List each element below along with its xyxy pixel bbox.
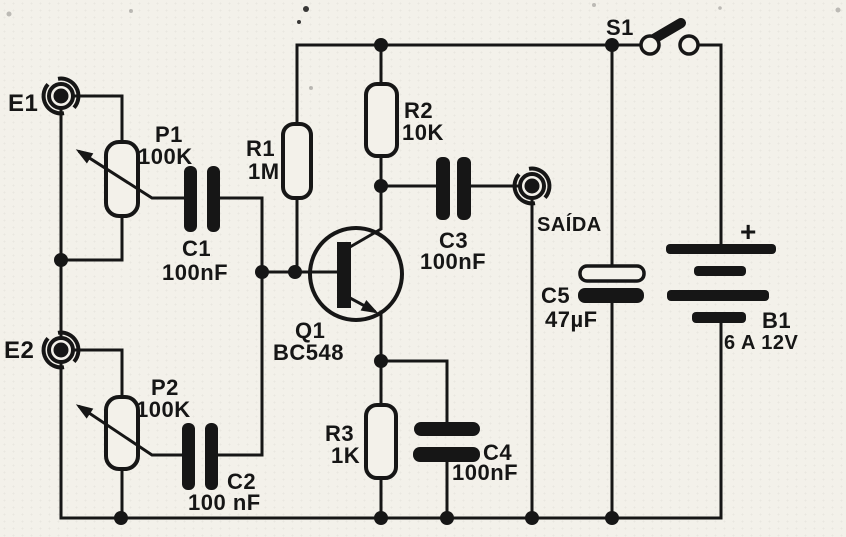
resistor-r2 bbox=[364, 82, 399, 158]
capacitor-c3 bbox=[436, 157, 471, 220]
value-p2: 100K bbox=[136, 397, 191, 422]
junction-dot bbox=[525, 511, 539, 525]
p2-wiper-arrow bbox=[75, 404, 186, 457]
saida-outer-arc-a bbox=[528, 166, 552, 200]
jack-e2 bbox=[41, 330, 81, 370]
e2-outer-arc-a bbox=[57, 330, 81, 364]
s1-terminal-right bbox=[678, 34, 700, 56]
label-c5: C5 bbox=[541, 283, 570, 308]
label-s1: S1 bbox=[606, 15, 634, 40]
c5-plate-negative bbox=[578, 288, 644, 303]
label-e2: E2 bbox=[4, 337, 34, 364]
junction-dot bbox=[605, 511, 619, 525]
junction-dot bbox=[288, 265, 302, 279]
junction-dots bbox=[54, 38, 619, 525]
label-e1: E1 bbox=[8, 90, 38, 117]
p2-body bbox=[104, 395, 140, 471]
label-p1: P1 bbox=[155, 122, 183, 147]
transistor-q1 bbox=[308, 226, 404, 322]
b1-plate-2 bbox=[694, 266, 746, 276]
q1-circle bbox=[308, 226, 404, 322]
jack-saida bbox=[512, 166, 552, 206]
label-b1: B1 bbox=[762, 308, 791, 333]
e2-outer-arc-b bbox=[41, 336, 65, 370]
e1-outer-arc-a bbox=[57, 76, 81, 110]
label-q1: Q1 bbox=[295, 318, 325, 343]
value-c5: 47µF bbox=[545, 307, 598, 332]
label-saida: SAÍDA bbox=[537, 213, 602, 236]
junction-dot bbox=[114, 511, 128, 525]
saida-tip-dot bbox=[524, 178, 540, 194]
value-c3: 100nF bbox=[420, 249, 486, 274]
potentiometer-p1 bbox=[75, 140, 186, 218]
label-r2: R2 bbox=[404, 98, 433, 123]
c5-plate-positive bbox=[578, 264, 646, 283]
wire-c4-top bbox=[379, 359, 449, 424]
c4-plate-top bbox=[414, 422, 480, 436]
value-c4: 100nF bbox=[452, 460, 518, 485]
junction-dot bbox=[54, 253, 68, 267]
value-r1: 1M bbox=[248, 159, 280, 184]
resistor-r3 bbox=[364, 403, 398, 480]
capacitor-c1 bbox=[184, 166, 220, 232]
junction-dot bbox=[605, 38, 619, 52]
jack-e1 bbox=[41, 76, 81, 116]
c3-plate-right bbox=[457, 157, 471, 220]
wire-switch-to-battery bbox=[696, 43, 723, 248]
capacitor-c5 bbox=[578, 264, 646, 303]
value-q1: BC548 bbox=[273, 340, 344, 365]
c1-plate-left bbox=[184, 166, 197, 232]
label-r3: R3 bbox=[325, 421, 354, 446]
junction-dot bbox=[374, 354, 388, 368]
s1-terminal-left bbox=[639, 34, 661, 56]
junction-dot bbox=[374, 38, 388, 52]
label-c2: C2 bbox=[227, 469, 256, 494]
value-r2: 10K bbox=[402, 120, 444, 145]
c2-plate-left bbox=[182, 423, 195, 490]
labels: E1 E2 P1 100K C1 100nF R1 1M R2 10K C3 1… bbox=[4, 15, 798, 515]
value-r3: 1K bbox=[331, 443, 360, 468]
label-r1: R1 bbox=[246, 136, 275, 161]
junction-dot bbox=[374, 511, 388, 525]
value-c2: 100 nF bbox=[188, 490, 261, 515]
q1-emitter-arrow bbox=[347, 295, 379, 314]
battery-b1 bbox=[666, 244, 776, 323]
junction-dot bbox=[255, 265, 269, 279]
capacitor-c4 bbox=[413, 422, 480, 462]
label-c1: C1 bbox=[182, 236, 211, 261]
c1-plate-right bbox=[207, 166, 220, 232]
label-c4: C4 bbox=[483, 440, 512, 465]
e1-tip-dot bbox=[53, 88, 69, 104]
junction-dot bbox=[440, 511, 454, 525]
b1-plate-3 bbox=[667, 290, 769, 301]
e1-outer-arc-b bbox=[41, 82, 65, 116]
potentiometer-p2 bbox=[75, 395, 186, 471]
scan-noise bbox=[6, 3, 841, 90]
label-c3: C3 bbox=[439, 228, 468, 253]
capacitor-c2 bbox=[182, 423, 218, 490]
label-b1-polarity: + bbox=[740, 216, 757, 247]
p1-wiper-arrow bbox=[75, 149, 186, 200]
wire-c1-c2-link bbox=[217, 196, 264, 457]
saida-outer-arc-b bbox=[512, 172, 536, 206]
value-p1: 100K bbox=[138, 144, 193, 169]
c2-plate-right bbox=[205, 423, 218, 490]
q1-base-bar bbox=[337, 242, 351, 308]
label-p2: P2 bbox=[151, 375, 179, 400]
e2-tip-dot bbox=[53, 342, 69, 358]
wire-top-rail bbox=[295, 43, 643, 274]
resistor-r1 bbox=[281, 122, 313, 200]
b1-plate-4 bbox=[692, 312, 746, 323]
junction-dot bbox=[374, 179, 388, 193]
value-c1: 100nF bbox=[162, 260, 228, 285]
c4-plate-bottom bbox=[413, 447, 480, 462]
c3-plate-left bbox=[436, 157, 450, 220]
value-b1: 6 A 12V bbox=[724, 332, 798, 354]
switch-s1 bbox=[639, 18, 700, 56]
b1-plate-1 bbox=[666, 244, 776, 254]
